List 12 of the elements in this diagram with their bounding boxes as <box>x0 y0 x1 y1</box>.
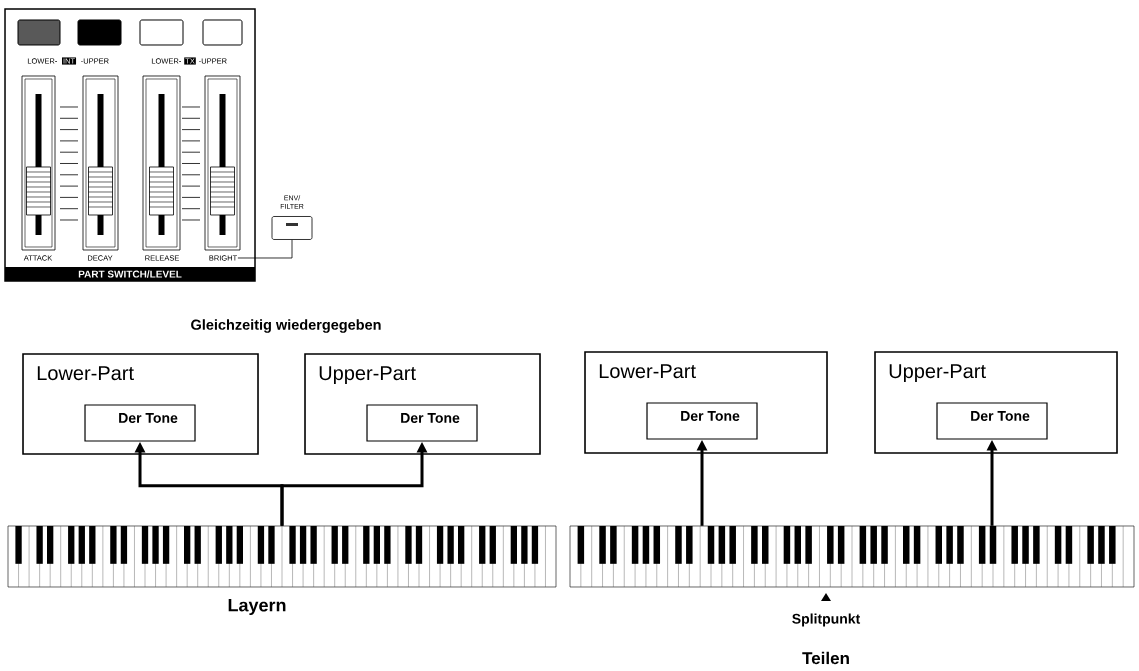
panel-title-band: PART SWITCH/LEVEL <box>5 267 255 281</box>
tone-box: Der Tone <box>84 404 196 442</box>
node-label: Splitpunkt <box>792 613 861 627</box>
node-label: Teilen <box>802 651 849 665</box>
keyboard-drawing <box>7 525 557 588</box>
keyboard-drawing <box>569 525 1135 588</box>
leader-line <box>237 239 293 259</box>
node-label: Layern <box>228 598 286 616</box>
tone-box: Der Tone <box>936 402 1048 440</box>
tone-box: Der Tone <box>366 404 478 442</box>
tone-box: Der Tone <box>646 402 758 440</box>
heading: Gleichzeitig wiedergegeben <box>191 319 381 333</box>
